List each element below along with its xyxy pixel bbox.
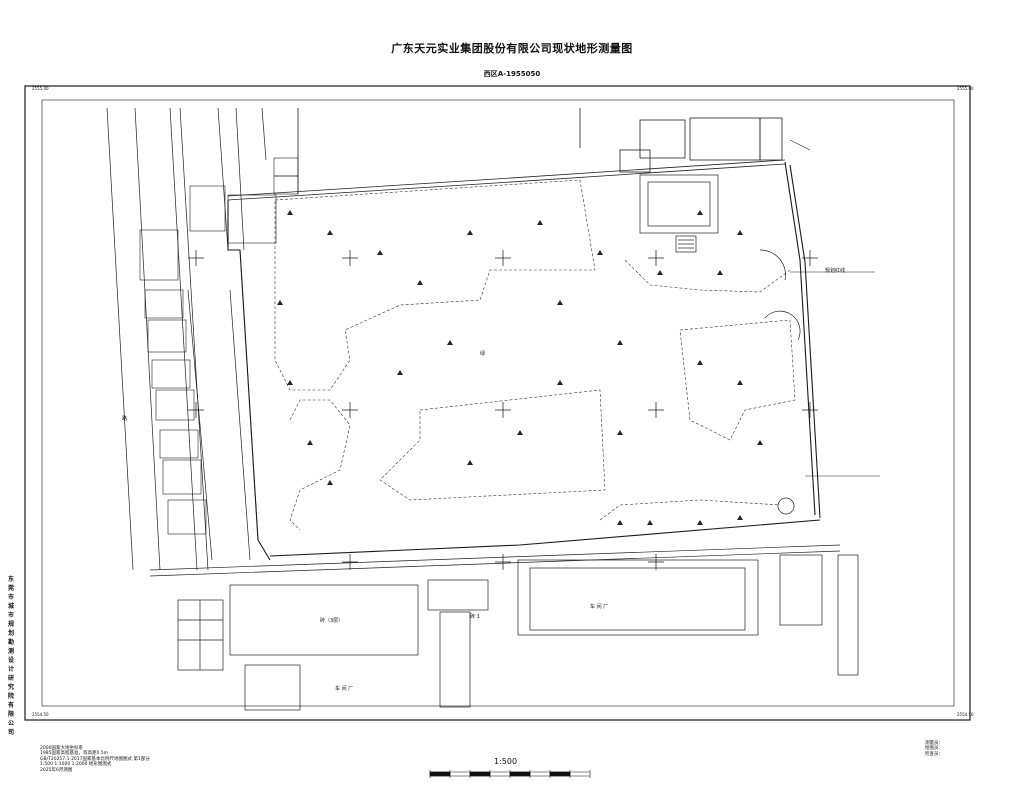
vertical-org-label: 东莞市城市规划勘测设计研究院有限公司 [8, 576, 15, 736]
bottom-area [149, 544, 859, 711]
map-title: 广东天元实业集团股份有限公司现状地形测量图 [391, 42, 633, 55]
vegetation-label: 绿 [480, 350, 485, 357]
scale-bar [429, 770, 591, 778]
left-building-blocks [139, 157, 299, 535]
corner-label-top-right: 2555.00 [957, 86, 974, 91]
site-boundary [227, 161, 821, 561]
notes-right: 测量员： 绘图员： 检查员： [925, 741, 943, 757]
building-b-label: 砖 1 [470, 613, 480, 620]
note-line: 1985国家高程基准，等高距0.5m [40, 751, 108, 757]
note-line: 1:500 1:1000 1:2000 地形图图式 [40, 762, 112, 768]
building-a-label: 砖（3层） [320, 617, 343, 624]
road-label: 路 [122, 415, 127, 422]
note-line: 检查员： [925, 751, 943, 757]
corner-label-bottom-right: 2554.50 [957, 712, 974, 717]
note-line: 2000国家大地坐标系 [40, 746, 83, 751]
workshop2-label: 车 间 厂 [335, 685, 353, 692]
notes-left: 2000国家大地坐标系 1985国家高程基准，等高距0.5m GB/T20257… [40, 746, 150, 773]
road-lines [106, 107, 267, 571]
workshop-label: 车 间 厂 [590, 603, 608, 610]
red-line-label: 规划红线 [825, 267, 845, 274]
note-line: 绘图员： [925, 746, 943, 752]
top-boundary [227, 108, 786, 201]
corner-label-bottom-left: 2554.50 [32, 712, 49, 717]
note-line: 2025年6月测图 [40, 767, 73, 773]
note-line: GB/T20257.1-2017国家基本比例尺地图图式 第1部分 [40, 756, 150, 762]
scale-text: 1:500 [494, 757, 518, 766]
inner-frame [41, 99, 955, 707]
upper-right-building [639, 174, 801, 515]
grid-crosshairs [188, 250, 818, 570]
red-line-leader [789, 139, 880, 477]
outer-frame [24, 85, 971, 721]
map-subtitle: 西区A-1955050 [483, 70, 541, 78]
note-line: 测量员： [925, 741, 943, 746]
vegetation-region [274, 179, 796, 531]
survey-points [277, 210, 763, 525]
corner-label-top-left: 2555.00 [32, 86, 49, 91]
